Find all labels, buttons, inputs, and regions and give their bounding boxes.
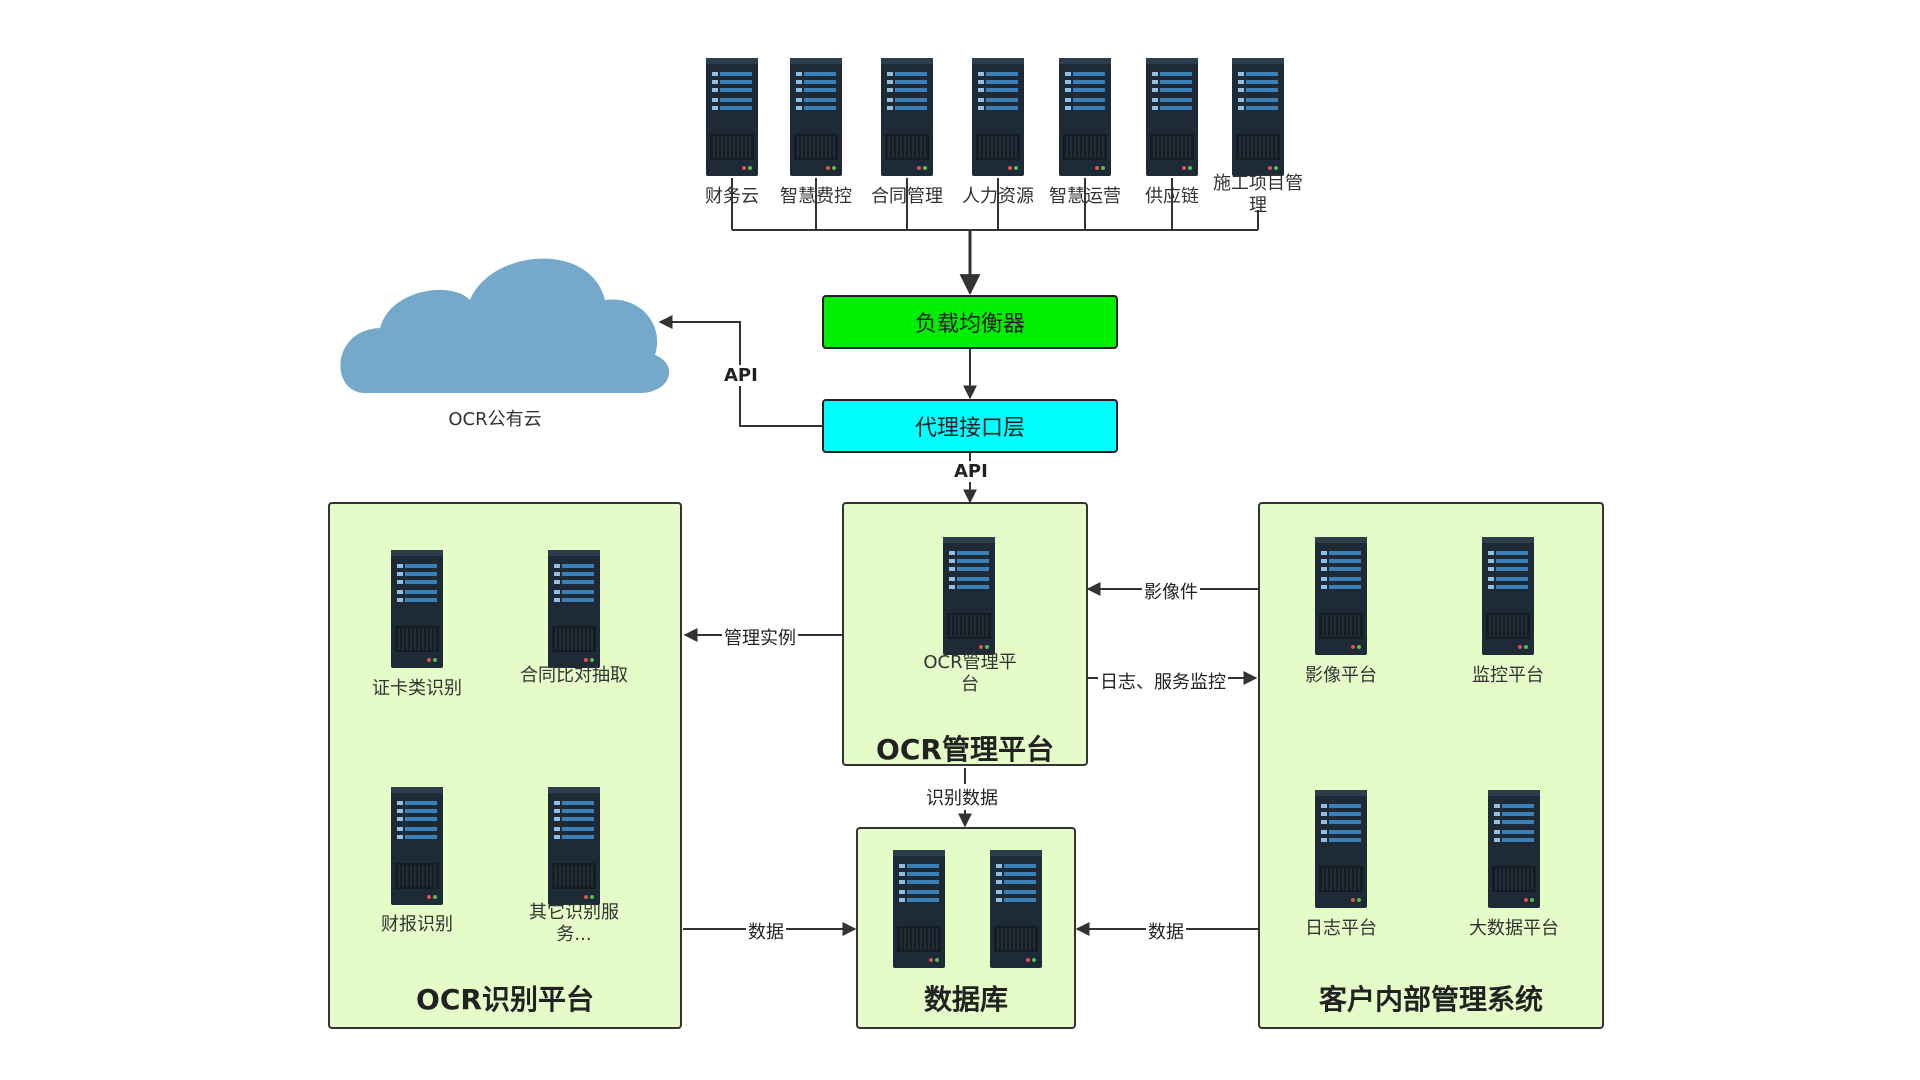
edge-label-proxy-api: API: [952, 461, 990, 482]
system-label: 施工项目管理: [1213, 173, 1303, 216]
database-title: 数据库: [923, 983, 1008, 1016]
server-icon: [1482, 537, 1534, 655]
customer-title: 客户内部管理系统: [1318, 983, 1543, 1016]
system-label: 合同管理: [871, 186, 943, 207]
recognition-server-label: 证卡类识别: [372, 678, 462, 699]
edge-label-customer-db: 数据: [1146, 918, 1186, 944]
edge-label-cloud-api: API: [722, 365, 760, 386]
customer-server-label: 日志平台: [1305, 918, 1377, 939]
server-icon: [893, 850, 945, 968]
system-label: 智慧运营: [1049, 186, 1121, 207]
recognition-server-label: 合同比对抽取: [520, 665, 628, 686]
server-icon: [1315, 537, 1367, 655]
customer-server-label: 影像平台: [1305, 665, 1377, 686]
server-icon: [943, 537, 995, 655]
server-icon: [391, 550, 443, 668]
load-balancer: 负载均衡器: [822, 295, 1118, 349]
customer-server-label: 监控平台: [1472, 665, 1544, 686]
ocr-recognition-platform: [328, 502, 682, 1029]
customer-server-label: 大数据平台: [1469, 918, 1559, 939]
recognition-title: OCR识别平台: [416, 983, 594, 1016]
server-icon: [990, 850, 1042, 968]
cloud-shape: [340, 258, 670, 393]
edge-label-image: 影像件: [1142, 578, 1200, 604]
server-icon: [1315, 790, 1367, 908]
cloud-label: OCR公有云: [448, 409, 542, 430]
system-label: 智慧费控: [780, 186, 852, 207]
system-label: 人力资源: [962, 186, 1034, 207]
edge-label-recog-data: 识别数据: [924, 784, 1000, 810]
recognition-server-label: 财报识别: [381, 914, 453, 935]
edge-label-manage-instance: 管理实例: [722, 624, 798, 650]
server-icon: [548, 787, 600, 905]
system-label: 财务云: [705, 186, 759, 207]
system-label: 供应链: [1145, 186, 1199, 207]
proxy-interface-layer: 代理接口层: [822, 399, 1118, 453]
edge-label-recog-db: 数据: [746, 918, 786, 944]
server-icon: [391, 787, 443, 905]
management-title: OCR管理平台: [876, 733, 1054, 766]
server-icon: [1488, 790, 1540, 908]
server-icon: [548, 550, 600, 668]
edge-label-log-monitor: 日志、服务监控: [1098, 668, 1228, 694]
management-server-label: OCR管理平台: [923, 652, 1017, 695]
recognition-server-label: 其它识别服务...: [529, 902, 619, 945]
